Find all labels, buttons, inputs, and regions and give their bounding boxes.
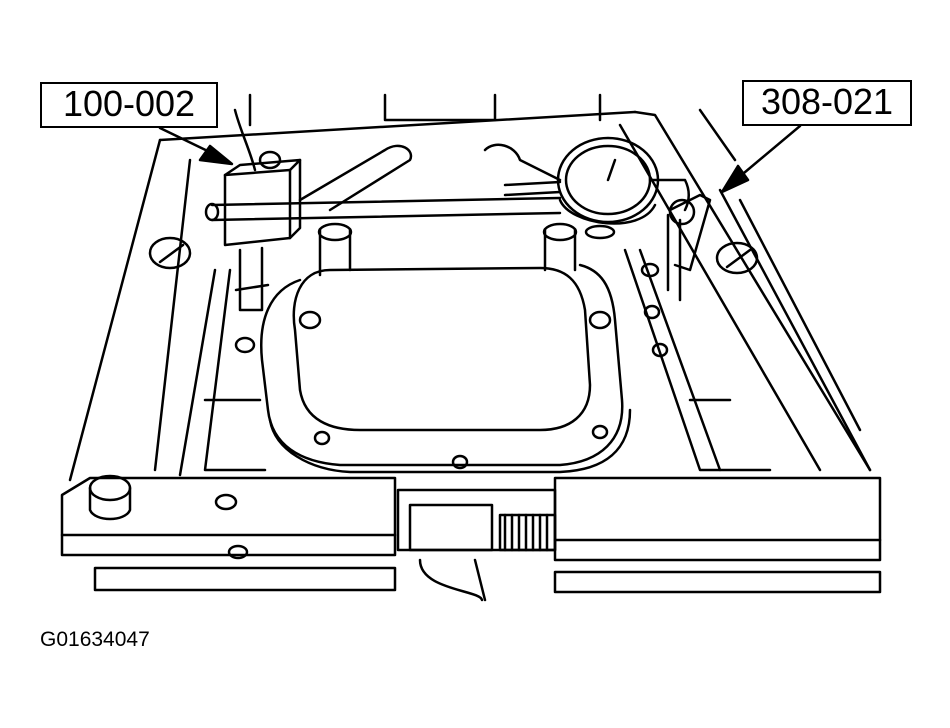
bolt-holes bbox=[227, 262, 669, 560]
right-arrowhead-icon bbox=[720, 164, 750, 194]
right-leader-line bbox=[736, 124, 802, 180]
cradle-slots bbox=[298, 143, 562, 212]
dial-indicator bbox=[204, 108, 712, 312]
tool-callout-308-021: 308-021 bbox=[742, 80, 912, 126]
deck-rails bbox=[178, 248, 772, 477]
screw-heads bbox=[148, 236, 759, 275]
tool-callout-100-002: 100-002 bbox=[40, 82, 218, 128]
leader-arrows bbox=[158, 124, 802, 194]
figure-id: G01634047 bbox=[40, 628, 150, 651]
left-arrowhead-icon bbox=[198, 144, 234, 166]
fixture-plates bbox=[60, 474, 882, 602]
bore-opening bbox=[260, 222, 632, 474]
